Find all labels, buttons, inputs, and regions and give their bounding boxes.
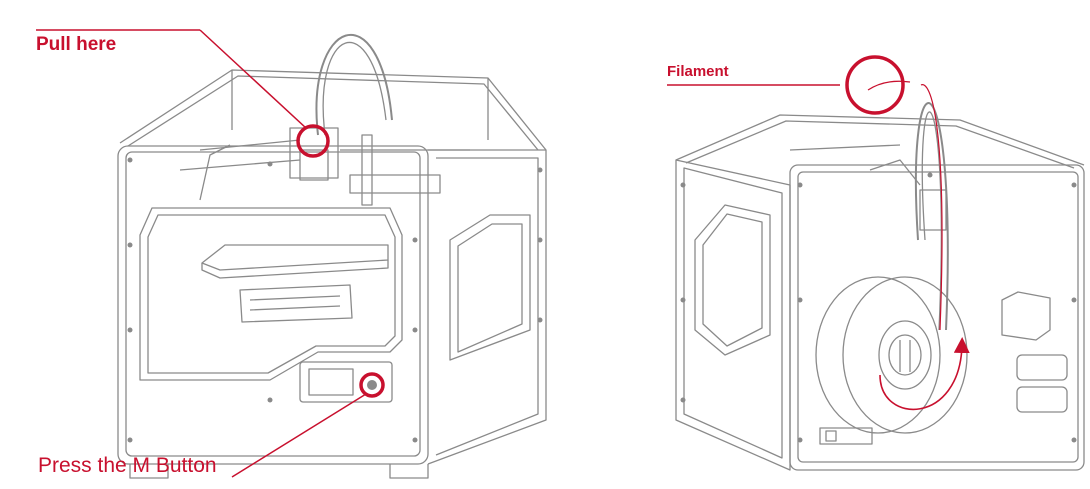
filament-strand [920, 84, 943, 331]
rotation-arrow-icon [879, 337, 970, 411]
press-m-button-label: Press the M Button [38, 454, 217, 477]
filament-label: Filament [667, 63, 729, 80]
pull-here-label: Pull here [36, 34, 117, 55]
filament-callout [667, 55, 911, 115]
printer-front-view [117, 33, 547, 479]
m-button-callout [231, 372, 385, 478]
pull-here-callout [36, 29, 330, 158]
m-button-icon [367, 380, 377, 390]
printer-rear-view [675, 102, 1085, 471]
